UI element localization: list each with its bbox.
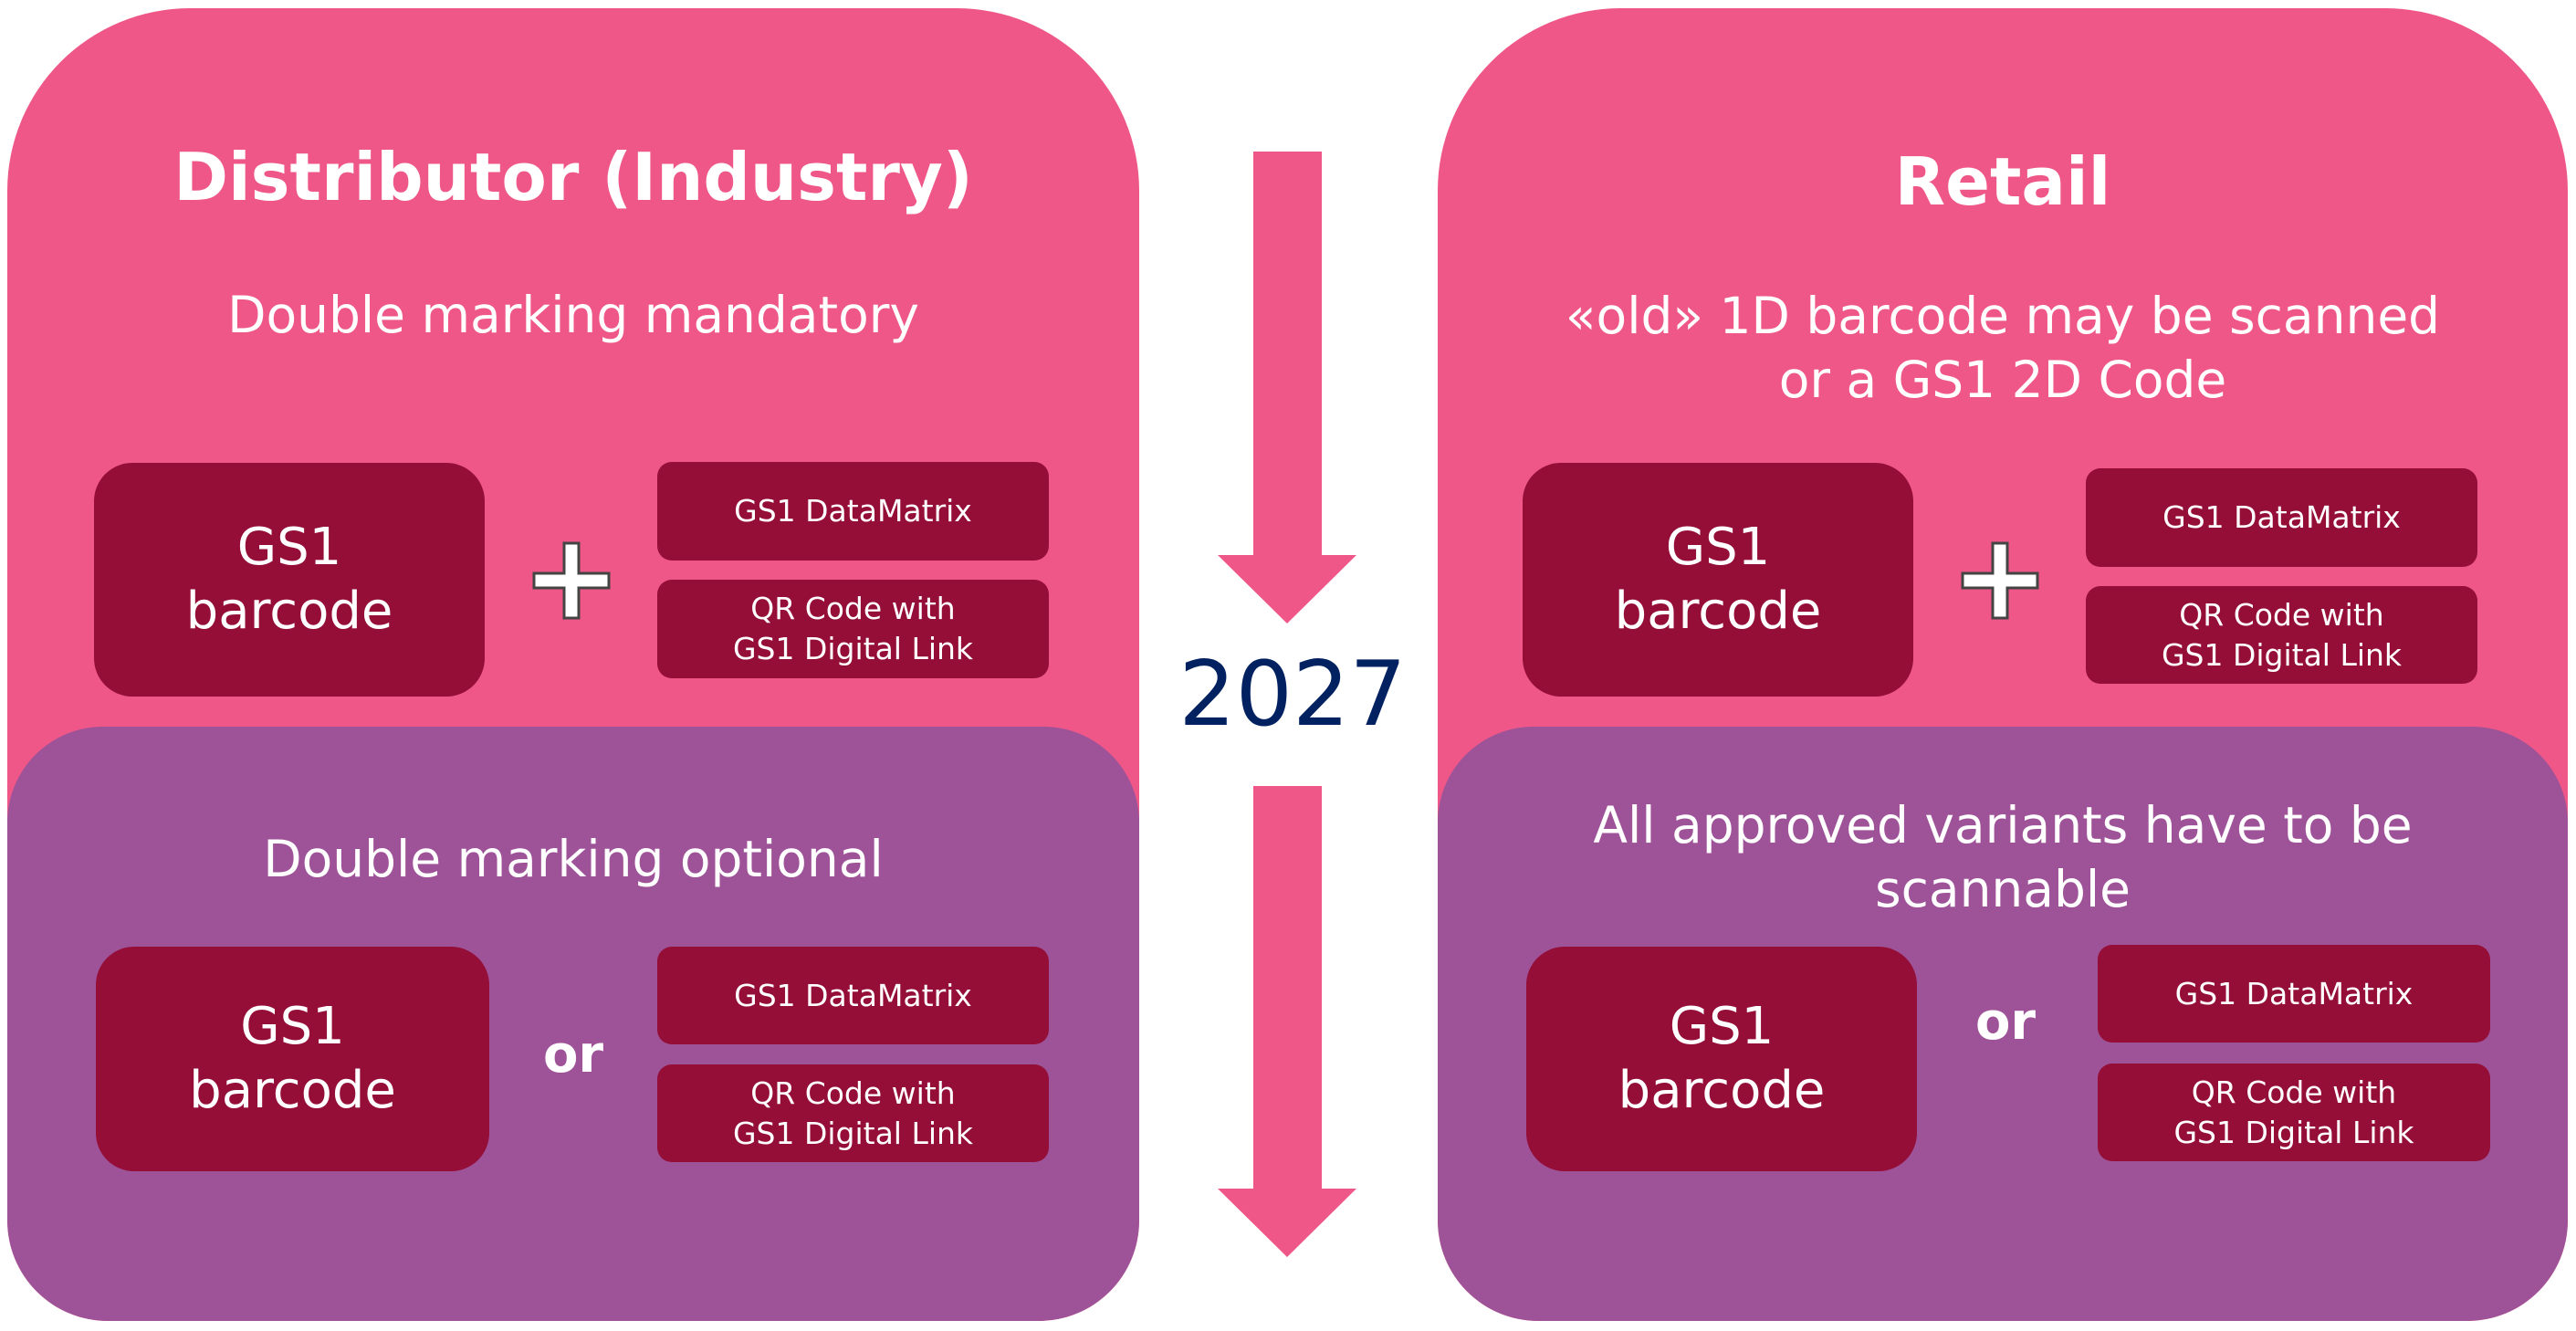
plus-icon [532, 541, 611, 620]
retail-title: Retail [1894, 143, 2111, 220]
heading-line: scannable [1874, 860, 2131, 918]
distributor-panel: Distributor (Industry) Double marking ma… [7, 8, 1139, 1321]
retail-before-heading: «old» 1D barcode may be scanned or a GS1… [1438, 284, 2568, 412]
box-line: GS1 [240, 997, 345, 1056]
retail-before-qr-digital-link-box: QR Code with GS1 Digital Link [2086, 586, 2477, 684]
box-line: barcode [189, 1061, 396, 1120]
box-line: barcode [185, 582, 393, 641]
retail-after-heading: All approved variants have to be scannab… [1438, 793, 2568, 921]
box-line: QR Code with [2191, 1074, 2397, 1110]
box-line: GS1 [1669, 997, 1775, 1056]
arrow-down-icon [1218, 786, 1356, 1257]
box-line: GS1 DataMatrix [2174, 975, 2414, 1011]
box-line: QR Code with [750, 1074, 956, 1111]
heading-line: or a GS1 2D Code [1778, 351, 2227, 409]
box-line: GS1 Digital Link [732, 1115, 974, 1151]
retail-before-datamatrix-box: GS1 DataMatrix [2086, 468, 2477, 567]
distributor-title: Distributor (Industry) [173, 139, 973, 215]
retail-panel: Retail «old» 1D barcode may be scanned o… [1438, 8, 2568, 1321]
distributor-after-qr-digital-link-box: QR Code with GS1 Digital Link [657, 1064, 1049, 1162]
distributor-before-datamatrix-box: GS1 DataMatrix [657, 462, 1049, 561]
box-line: GS1 DataMatrix [734, 977, 972, 1013]
retail-after-qr-digital-link-box: QR Code with GS1 Digital Link [2098, 1064, 2490, 1161]
retail-after-section: All approved variants have to be scannab… [1438, 727, 2568, 1321]
retail-after-datamatrix-box: GS1 DataMatrix [2098, 945, 2490, 1043]
box-line: GS1 DataMatrix [2162, 499, 2401, 535]
distributor-before-qr-digital-link-box: QR Code with GS1 Digital Link [657, 580, 1049, 678]
box-line: barcode [1614, 582, 1822, 641]
distributor-after-datamatrix-box: GS1 DataMatrix [657, 947, 1049, 1044]
distributor-after-gs1-barcode-box: GS1 barcode [96, 947, 489, 1171]
distributor-before-gs1-barcode-box: GS1 barcode [94, 463, 485, 697]
distributor-before-heading: Double marking mandatory [227, 286, 919, 344]
retail-before-gs1-barcode-box: GS1 barcode [1523, 463, 1913, 697]
box-line: GS1 Digital Link [2161, 636, 2403, 673]
box-line: GS1 Digital Link [2173, 1114, 2414, 1150]
retail-after-gs1-barcode-box: GS1 barcode [1526, 947, 1917, 1171]
box-line: GS1 Digital Link [732, 631, 974, 666]
plus-icon [1961, 541, 2039, 620]
box-line: GS1 DataMatrix [734, 493, 972, 529]
box-line: QR Code with [750, 591, 956, 626]
or-connector: or [1974, 992, 2037, 1052]
distributor-after-section: Double marking optional GS1 barcode or G… [7, 727, 1139, 1321]
box-line: QR Code with [2179, 596, 2384, 633]
heading-line: All approved variants have to be [1593, 796, 2413, 854]
box-line: barcode [1618, 1061, 1826, 1120]
or-connector: or [542, 1025, 604, 1085]
arrow-down-icon [1218, 152, 1356, 624]
heading-line: «old» 1D barcode may be scanned [1565, 287, 2441, 345]
box-line: GS1 [1665, 518, 1771, 577]
year-label: 2027 [1178, 643, 1407, 747]
distributor-after-heading: Double marking optional [263, 830, 884, 888]
box-line: GS1 [236, 518, 342, 577]
